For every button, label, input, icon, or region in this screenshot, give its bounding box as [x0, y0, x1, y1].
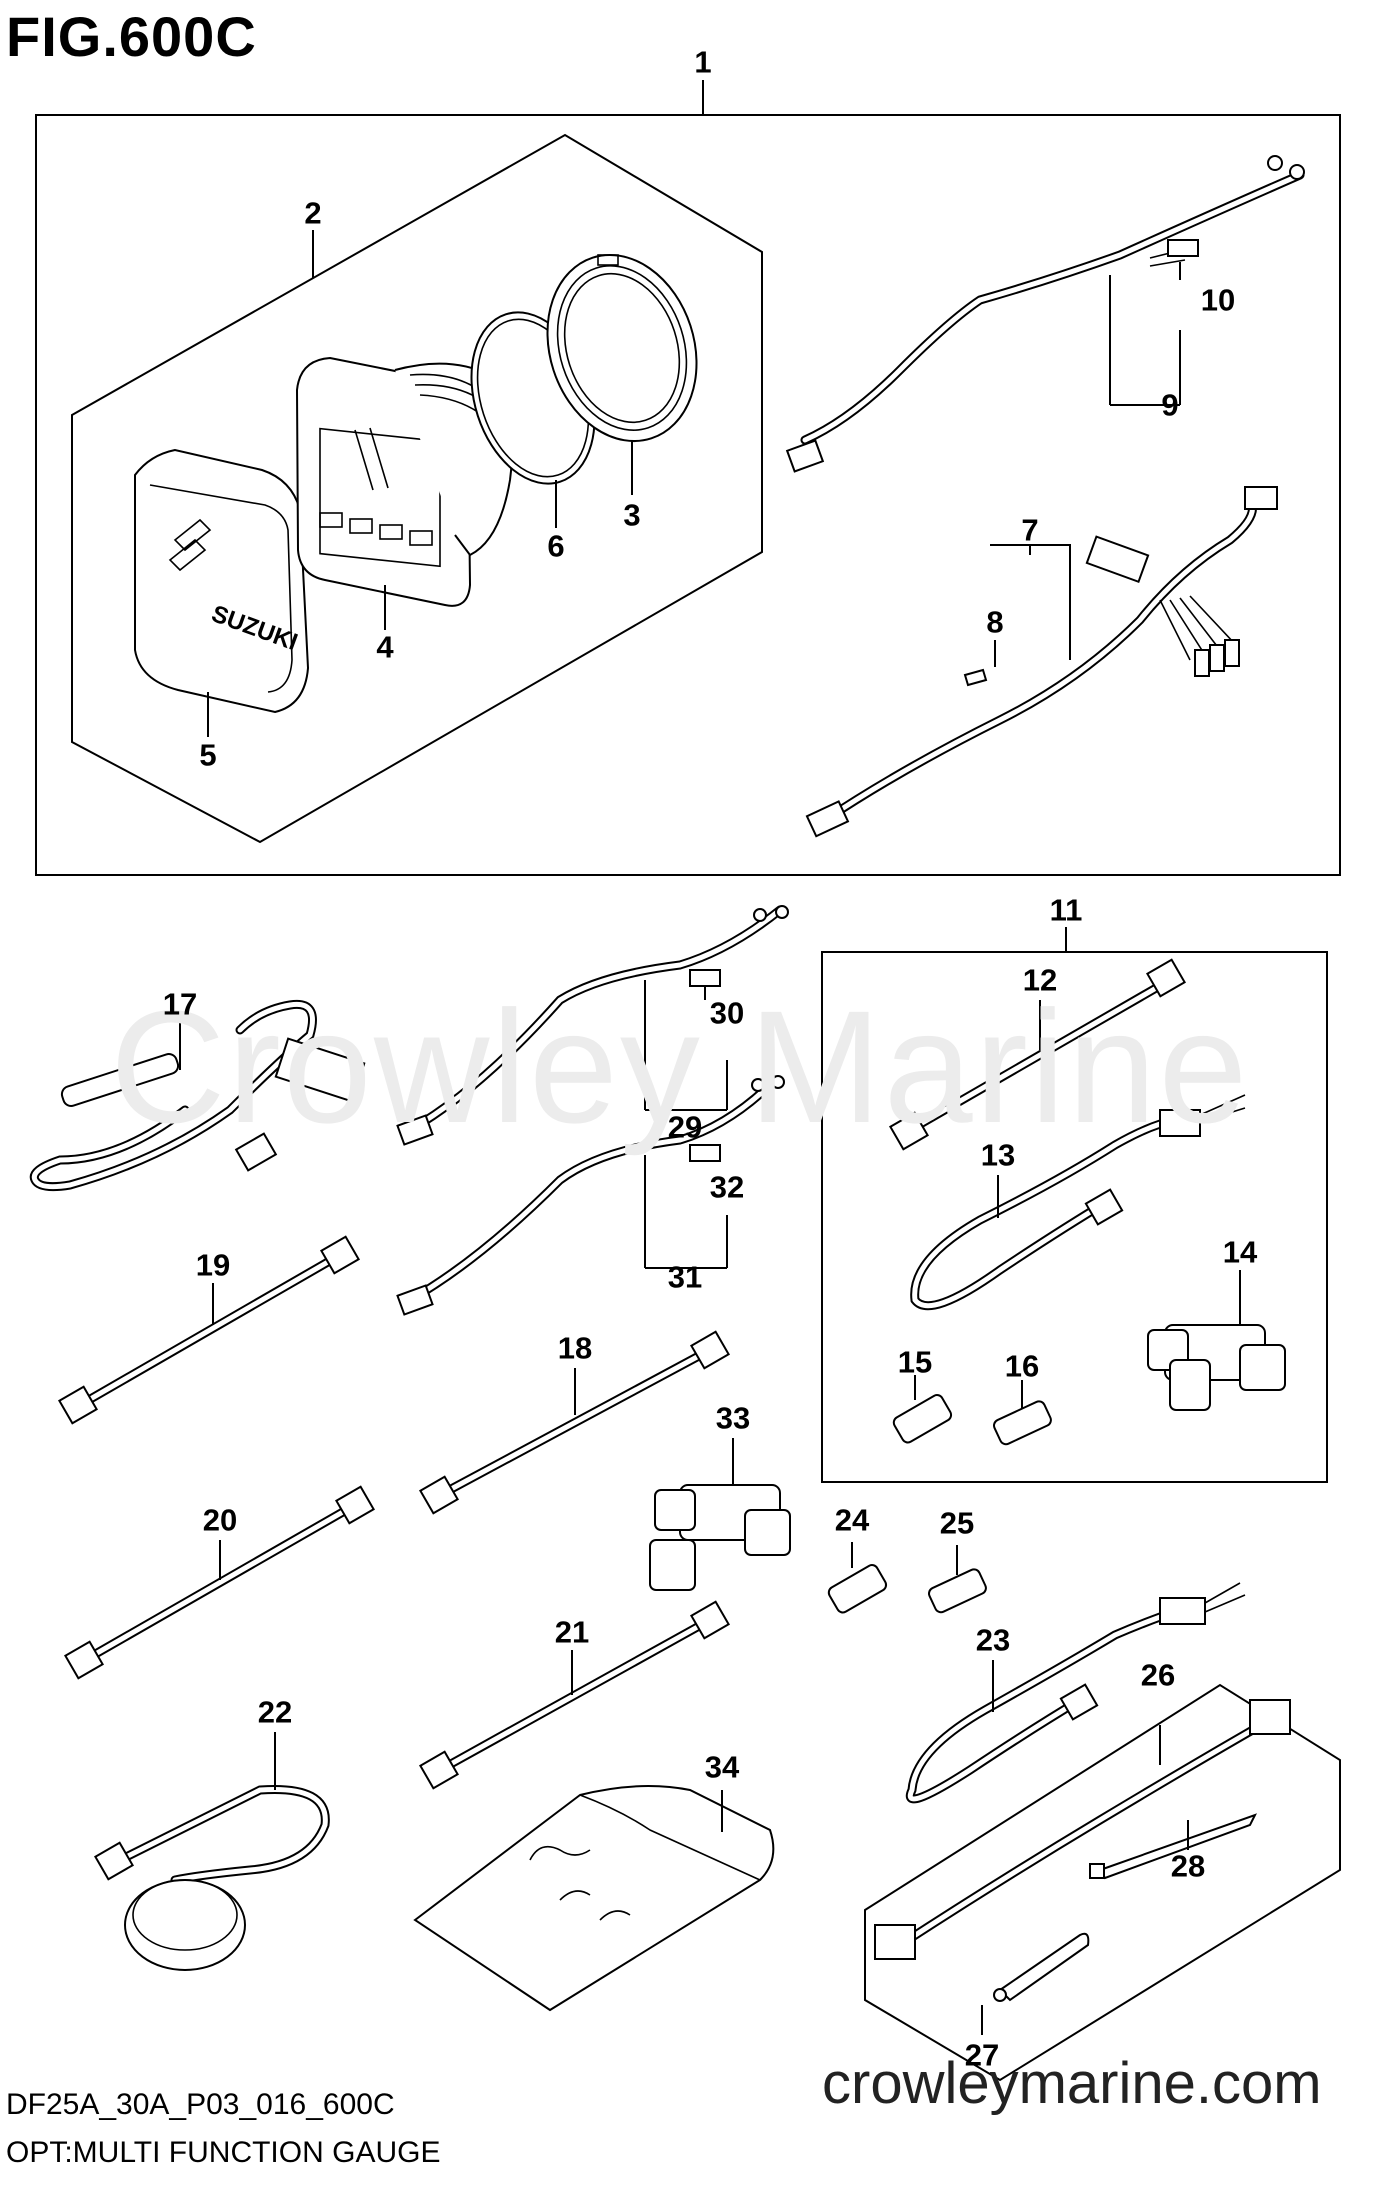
- callout-15: 15: [897, 1344, 933, 1380]
- watermark: Crowley Marine: [110, 977, 1250, 1156]
- tee-connector-14: [1147, 1324, 1286, 1411]
- tee-connector-33: [649, 1484, 791, 1591]
- callout-28: 28: [1170, 1848, 1206, 1884]
- terminator-16: [993, 1400, 1052, 1446]
- harness-31: [396, 1075, 785, 1316]
- gauge-kit-outline: [71, 133, 763, 844]
- callout-27: 27: [964, 2037, 1000, 2073]
- callout-22: 22: [257, 1694, 293, 1730]
- lock-ring: [546, 253, 698, 443]
- callout-16: 16: [1004, 1348, 1040, 1384]
- terminator-24: [827, 1564, 888, 1614]
- gauge-cover: SUZUKI: [134, 448, 310, 714]
- terminator-25: [928, 1568, 987, 1614]
- power-cable-13: [910, 1094, 1246, 1311]
- callout-17: 17: [162, 986, 198, 1022]
- cable-tie-28: [1089, 1813, 1258, 1880]
- site-url: crowleymarine.com: [822, 2051, 1322, 2116]
- cable-21: [419, 1600, 730, 1790]
- kit-frame-top: [35, 114, 1341, 876]
- callout-9: 9: [1161, 387, 1179, 423]
- figure-title: FIG.600C: [6, 5, 257, 68]
- callout-31: 31: [667, 1259, 703, 1295]
- callout-5: 5: [199, 737, 217, 773]
- callout-13: 13: [980, 1137, 1016, 1173]
- callout-7: 7: [1021, 512, 1039, 548]
- callout-3: 3: [623, 497, 641, 533]
- cable-20: [64, 1485, 375, 1680]
- wire-harness-26: [874, 1699, 1291, 1960]
- callout-20: 20: [202, 1502, 238, 1538]
- kit-frame-11: [821, 951, 1328, 1483]
- backbone-cable-12: [889, 958, 1186, 1151]
- callout-25: 25: [939, 1505, 975, 1541]
- callout-21: 21: [554, 1614, 590, 1650]
- callout-12: 12: [1022, 962, 1058, 998]
- kit-frame-26: [864, 1683, 1341, 2082]
- gps-antenna-22: [94, 1784, 330, 1971]
- callout-19: 19: [195, 1247, 231, 1283]
- cable-tie-27: [993, 1932, 1090, 2002]
- callout-29: 29: [667, 1109, 703, 1145]
- callout-10: 10: [1200, 282, 1236, 318]
- callout-6: 6: [547, 528, 565, 564]
- cable-19: [58, 1235, 360, 1425]
- callout-24: 24: [834, 1502, 870, 1538]
- figure-code: DF25A_30A_P03_016_600C: [6, 2088, 395, 2121]
- callout-11: 11: [1049, 892, 1083, 928]
- harness-29: [396, 905, 789, 1146]
- callout-32: 32: [709, 1169, 745, 1205]
- callout-34: 34: [704, 1749, 740, 1785]
- callout-4: 4: [376, 629, 394, 665]
- callout-2: 2: [304, 195, 322, 231]
- terminator-15: [892, 1394, 953, 1444]
- accessory-bag-34: [413, 1785, 775, 2012]
- figure-caption: OPT:MULTI FUNCTION GAUGE: [6, 2136, 441, 2169]
- callout-26: 26: [1140, 1657, 1176, 1693]
- cable-18: [419, 1330, 730, 1515]
- callout-30: 30: [709, 995, 745, 1031]
- callout-14: 14: [1222, 1234, 1258, 1270]
- callout-1: 1: [694, 44, 712, 80]
- gps-cable-17: [29, 999, 366, 1192]
- callout-18: 18: [557, 1330, 593, 1366]
- wire-harness-top: [785, 155, 1305, 473]
- wire-harness-main: [805, 486, 1278, 838]
- callout-8: 8: [986, 604, 1004, 640]
- callout-33: 33: [715, 1400, 751, 1436]
- power-cable-23: [905, 1582, 1246, 1804]
- callout-23: 23: [975, 1622, 1011, 1658]
